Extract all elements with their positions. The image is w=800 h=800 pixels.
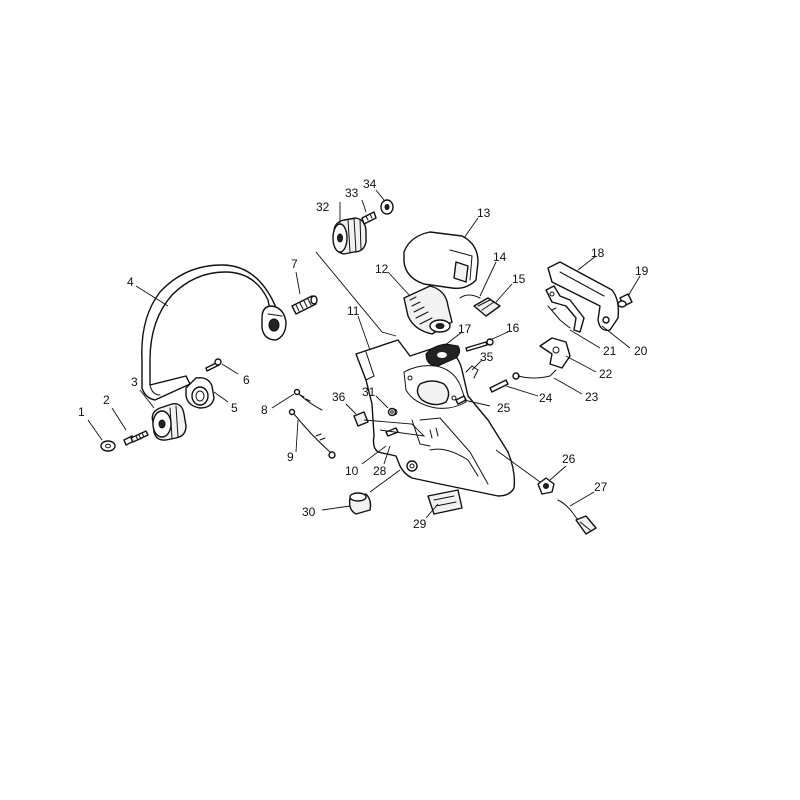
label-part-20: 20: [634, 344, 648, 358]
label-part-10: 10: [345, 464, 359, 478]
part-3-rubber-mount: [151, 403, 187, 441]
label-part-6: 6: [243, 373, 250, 387]
label-part-15: 15: [512, 272, 526, 286]
part-13-top-cover: [403, 231, 479, 290]
part-31-grommet: [387, 407, 397, 417]
label-part-21: 21: [603, 344, 617, 358]
part-15-latch: [473, 297, 501, 317]
part-36-plate: [353, 411, 369, 427]
label-part-1: 1: [78, 405, 85, 419]
part-33-bolt: [361, 211, 377, 225]
label-part-26: 26: [562, 452, 576, 466]
part-34-nut: [380, 199, 394, 215]
label-part-28: 28: [373, 464, 387, 478]
part-17-plate: [425, 343, 461, 367]
label-part-24: 24: [539, 391, 553, 405]
label-part-23: 23: [585, 390, 599, 404]
part-9-cable: [288, 408, 336, 459]
part-32-av-mount: [332, 217, 367, 255]
label-part-29: 29: [413, 517, 427, 531]
part-21-link: [547, 305, 571, 329]
label-part-13: 13: [477, 206, 491, 220]
label-part-35: 35: [480, 350, 494, 364]
part-5-mount-ring: [185, 376, 215, 409]
part-6-screw: [205, 358, 222, 372]
part-27-tensioner: [557, 499, 597, 535]
label-part-18: 18: [591, 246, 605, 260]
label-part-33: 33: [345, 186, 359, 200]
label-part-7: 7: [291, 257, 298, 271]
label-part-3: 3: [131, 375, 138, 389]
leader-lines: [87, 189, 641, 519]
label-part-17: 17: [458, 322, 472, 336]
part-18-brake-lever: [547, 261, 620, 331]
part-12-filter: [403, 285, 453, 335]
label-part-8: 8: [261, 403, 268, 417]
label-part-16: 16: [506, 321, 520, 335]
label-part-34: 34: [363, 177, 377, 191]
part-30-bumper: [348, 492, 372, 515]
label-part-32: 32: [316, 200, 330, 214]
part-29-label: [427, 489, 463, 515]
part-22-bracket: [539, 337, 571, 369]
part-23-spring-rod: [512, 369, 557, 380]
part-2-bolt: [123, 430, 149, 446]
label-part-36: 36: [332, 390, 346, 404]
part-1-washer: [100, 440, 116, 452]
part-labels: 1 2 3 4 5 6 7 8 9 10 11 12 13 14 15 16 1…: [78, 177, 649, 531]
part-4-front-handle: [141, 264, 287, 401]
part-26-nut: [537, 477, 555, 495]
part-24-pin: [489, 379, 509, 393]
label-part-14: 14: [493, 250, 507, 264]
label-part-4: 4: [127, 275, 134, 289]
label-part-22: 22: [599, 367, 613, 381]
part-35-clip: [465, 365, 479, 379]
label-part-31: 31: [362, 385, 376, 399]
label-part-5: 5: [231, 401, 238, 415]
part-11-housing: [355, 339, 516, 497]
label-part-12: 12: [375, 262, 389, 276]
part-19-screw: [617, 293, 633, 308]
label-part-27: 27: [594, 480, 608, 494]
part-7-spring: [291, 295, 318, 315]
label-part-9: 9: [287, 450, 294, 464]
part-14-clip: [459, 294, 481, 299]
label-part-11: 11: [347, 304, 360, 318]
label-part-30: 30: [302, 505, 316, 519]
part-8-cable: [293, 388, 323, 411]
label-part-25: 25: [497, 401, 511, 415]
label-part-2: 2: [103, 393, 110, 407]
part-20-lever: [545, 285, 585, 333]
label-part-19: 19: [635, 264, 649, 278]
part-16-screw: [465, 338, 494, 352]
